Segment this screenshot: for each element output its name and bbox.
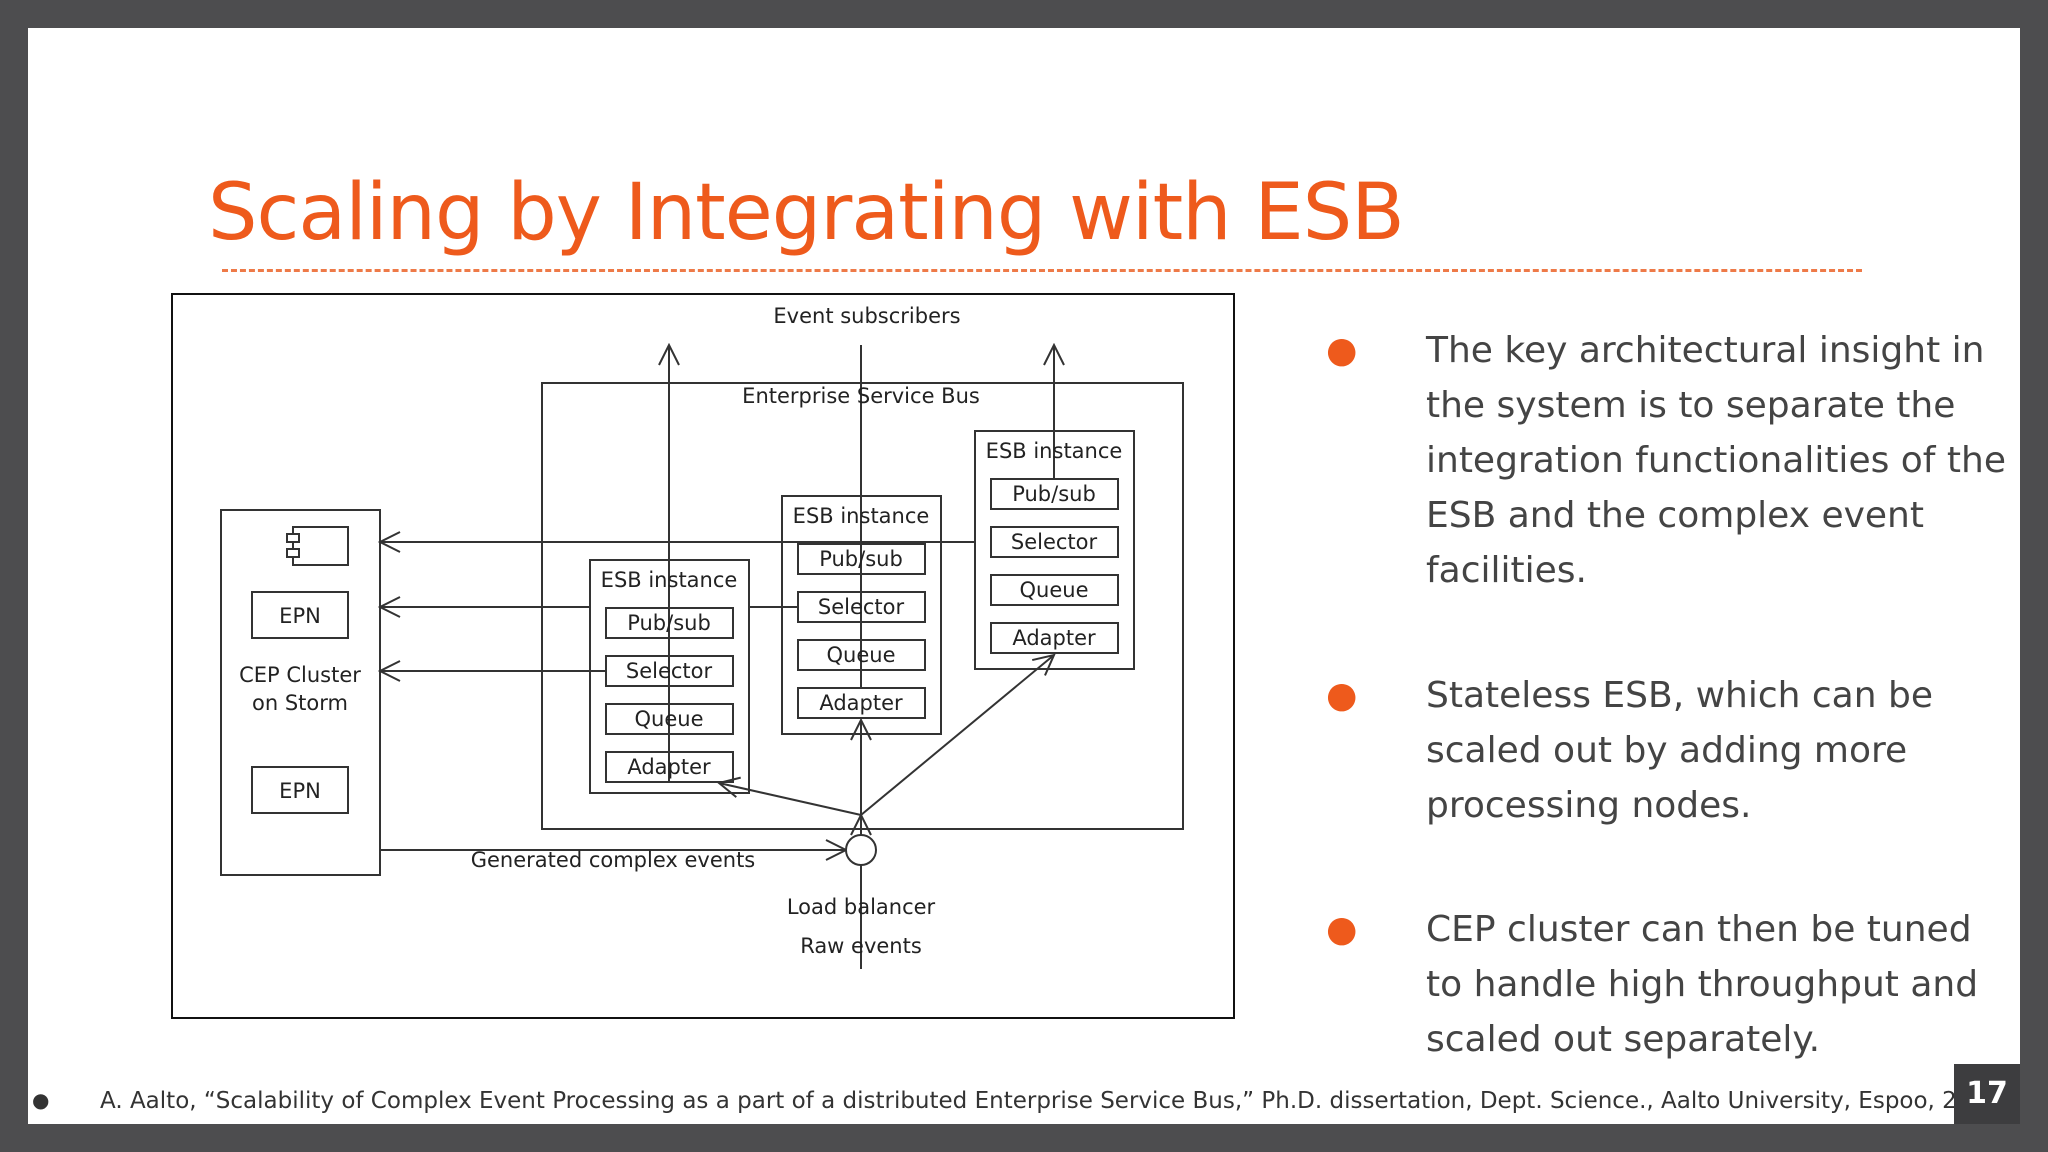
- slide-title: Scaling by Integrating with ESB: [208, 168, 1405, 258]
- load-balancer-node: [845, 834, 877, 866]
- cep-cluster-label: CEP Cluster: [239, 663, 361, 687]
- epn-label-1: EPN: [279, 604, 321, 628]
- diagram-svg: Event subscribers Enterprise Service Bus…: [220, 304, 1184, 969]
- queue-label-2: Queue: [827, 643, 896, 667]
- footnote-bullet: ●: [32, 1088, 50, 1112]
- component-icon: [292, 526, 349, 566]
- title-divider: [222, 269, 1862, 272]
- bullet-item: ● The key architectural insight in the s…: [1318, 323, 2008, 598]
- raw-events-label: Raw events: [800, 934, 922, 958]
- queue-label-3: Queue: [1020, 578, 1089, 602]
- slide-number: 17: [1954, 1064, 2020, 1124]
- bullet-item: ● CEP cluster can then be tuned to handl…: [1318, 902, 2008, 1067]
- esb-instance-label-1: ESB instance: [601, 568, 738, 592]
- bullet-dot-icon: ●: [1326, 909, 1358, 950]
- cep-cluster-label-2: on Storm: [252, 691, 348, 715]
- architecture-diagram: Event subscribers Enterprise Service Bus…: [171, 293, 1235, 1019]
- epn-box-2: [251, 766, 349, 814]
- citation-footnote: ● A. Aalto, “Scalability of Complex Even…: [28, 1086, 1958, 1120]
- pubsub-label-2: Pub/sub: [819, 547, 903, 571]
- bullet-item: ● Stateless ESB, which can be scaled out…: [1318, 668, 2008, 833]
- load-balancer-label: Load balancer: [787, 895, 936, 919]
- esb-bus-label: Enterprise Service Bus: [742, 384, 980, 408]
- selector-label-3: Selector: [1011, 530, 1098, 554]
- selector-label-1: Selector: [626, 659, 713, 683]
- cep-cluster-box: [220, 509, 381, 876]
- bullet-dot-icon: ●: [1326, 675, 1358, 716]
- slide: Scaling by Integrating with ESB: [28, 28, 2020, 1124]
- esb-instance-label-3: ESB instance: [986, 439, 1123, 463]
- pubsub-label-1: Pub/sub: [627, 611, 711, 635]
- bullet-text: CEP cluster can then be tuned to handle …: [1426, 909, 1979, 1060]
- epn-label-2: EPN: [279, 779, 321, 803]
- bullet-text: Stateless ESB, which can be scaled out b…: [1426, 675, 1934, 826]
- selector-label-2: Selector: [818, 595, 905, 619]
- generated-events-label: Generated complex events: [471, 848, 756, 872]
- esb-instance-label-2: ESB instance: [793, 504, 930, 528]
- epn-box-1: [251, 591, 349, 639]
- bullet-dot-icon: ●: [1326, 330, 1358, 371]
- adapter-label-2: Adapter: [819, 691, 903, 715]
- event-subscribers-label: Event subscribers: [773, 304, 960, 328]
- queue-label-1: Queue: [635, 707, 704, 731]
- adapter-label-3: Adapter: [1012, 626, 1096, 650]
- footnote-text: A. Aalto, “Scalability of Complex Event …: [100, 1088, 1958, 1114]
- pubsub-label-3: Pub/sub: [1012, 482, 1096, 506]
- adapter-label-1: Adapter: [627, 755, 711, 779]
- bullet-text: The key architectural insight in the sys…: [1426, 330, 2007, 591]
